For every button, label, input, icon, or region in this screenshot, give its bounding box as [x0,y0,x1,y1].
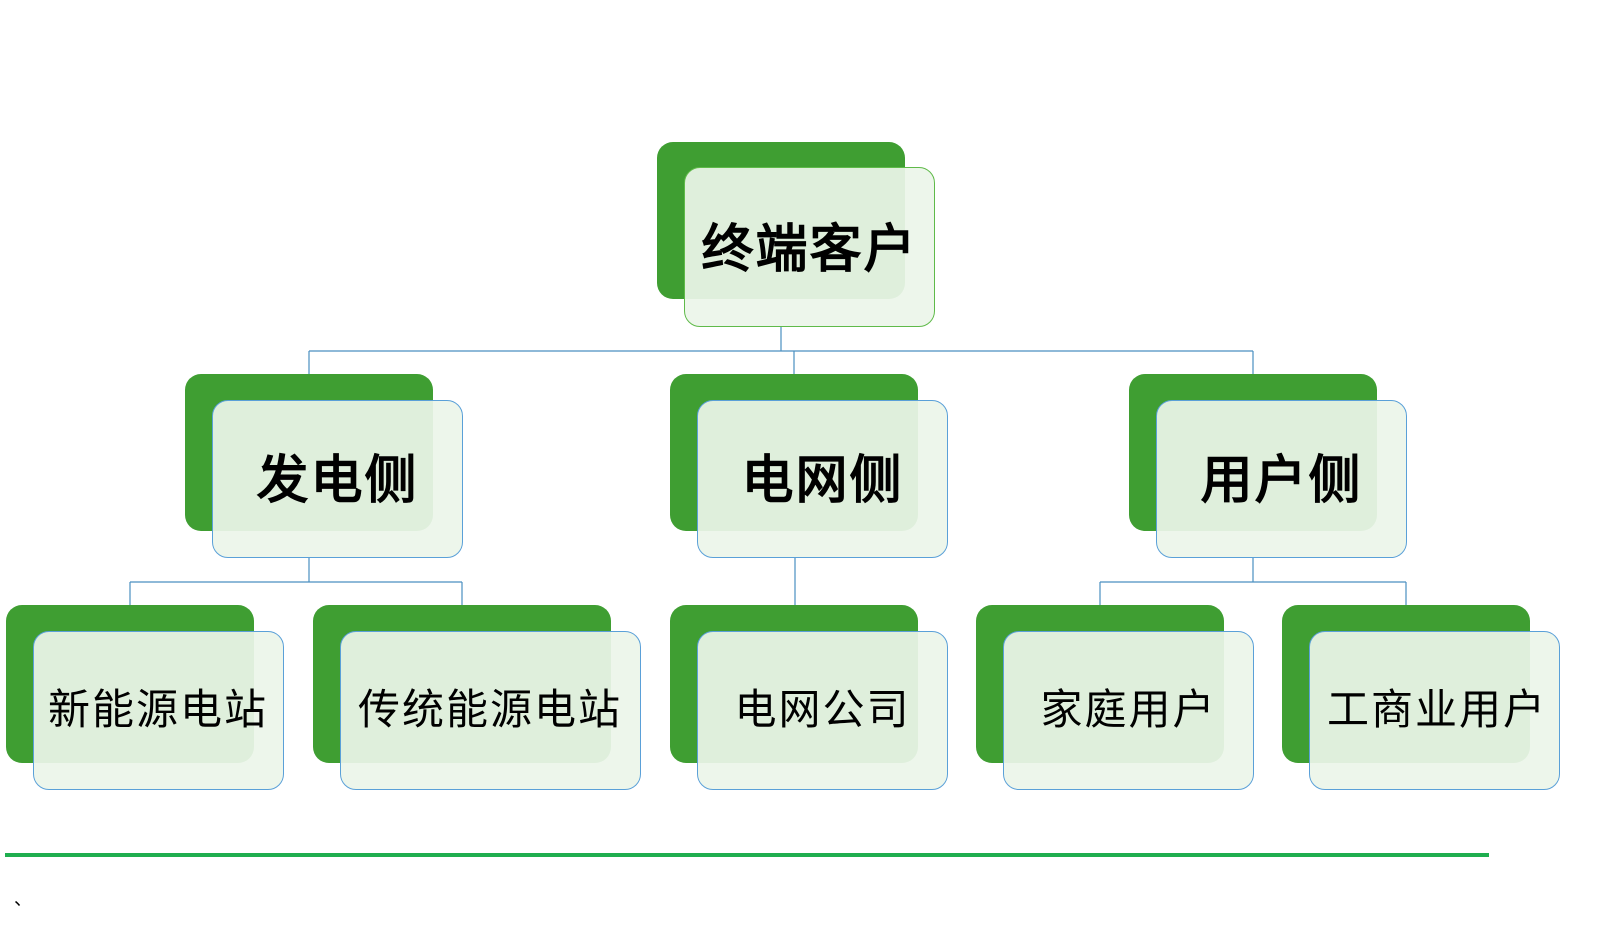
node-card [684,167,935,327]
node-card [33,631,284,790]
node-card [697,631,948,790]
node-card [1003,631,1254,790]
node-card [340,631,641,790]
connector-generation-to-children [129,558,463,605]
node-label: 新能源电站 [47,684,268,734]
node-label: 终端客户 [701,220,918,280]
connector-root-to-level1 [308,327,1254,374]
node-label: 发电侧 [256,450,419,511]
node-card [212,400,463,558]
node-label: 家庭用户 [1040,684,1217,734]
divider-line [5,853,1489,857]
node-card [1156,400,1407,558]
connector-user-to-children [1099,558,1407,605]
node-card [697,400,948,558]
node-label: 用户侧 [1200,450,1363,511]
footnote-mark: 、 [14,889,32,910]
node-label: 电网公司 [734,684,911,734]
node-card [1309,631,1560,790]
node-label: 传统能源电站 [357,684,622,734]
node-label: 工商业用户 [1326,684,1547,734]
node-label: 电网侧 [741,450,904,511]
